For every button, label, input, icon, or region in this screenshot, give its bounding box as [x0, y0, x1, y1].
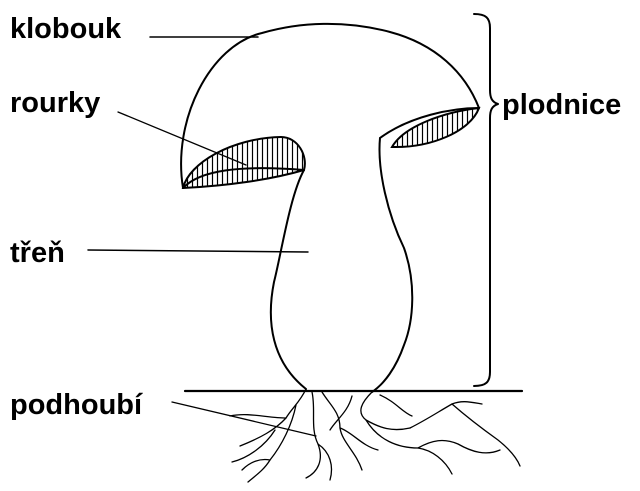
fruiting-body-bracket: [474, 14, 498, 386]
mycelium-roots: [230, 389, 520, 482]
label-tubes: rourky: [10, 87, 100, 119]
label-stem: třeň: [10, 237, 65, 269]
label-fruiting-body: plodnice: [502, 89, 621, 121]
stem-leader-line: [88, 250, 308, 252]
label-cap: klobouk: [10, 13, 122, 45]
label-mycelium: podhoubí: [10, 389, 143, 421]
stem-outline: [271, 138, 412, 392]
tubes-left-hatched: [183, 137, 305, 188]
